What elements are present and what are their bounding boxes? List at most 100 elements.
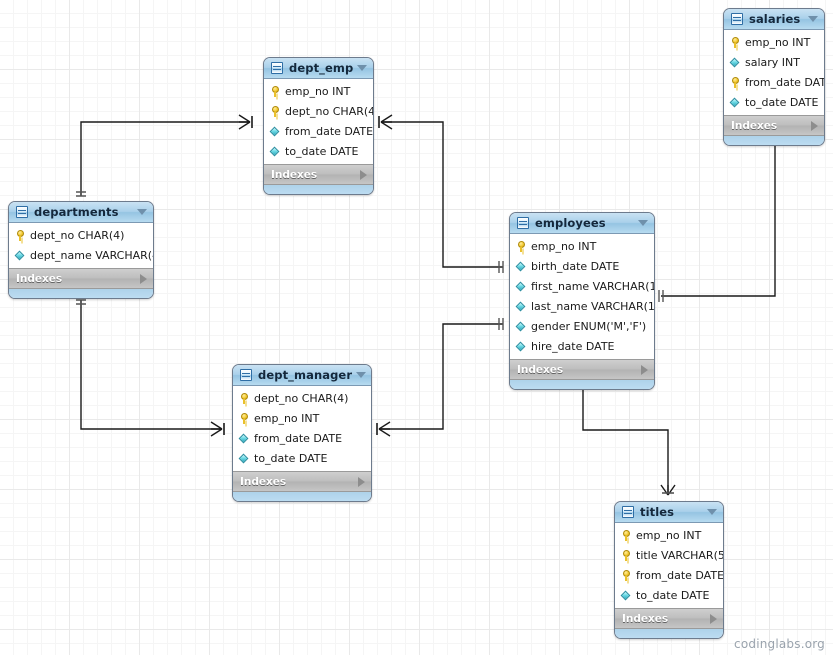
column-row[interactable]: to_date DATE (233, 448, 371, 468)
column-label: emp_no INT (254, 413, 319, 424)
column-row[interactable]: emp_no INT (510, 236, 654, 256)
column-row[interactable]: to_date DATE (724, 92, 824, 112)
diamond-icon (15, 250, 26, 261)
indexes-section-dept_emp[interactable]: Indexes (264, 164, 373, 185)
key-icon (621, 570, 632, 581)
column-row[interactable]: dept_name VARCHAR(40) (9, 245, 153, 265)
crowfoot-dept_manager-right (377, 422, 390, 436)
indexes-label: Indexes (731, 120, 811, 132)
table-dept_emp[interactable]: dept_emp emp_no INTdept_no CHAR(4)from_da… (263, 57, 374, 195)
chevron-down-icon[interactable] (638, 220, 648, 226)
crowfoot-dept_emp-left (239, 115, 252, 129)
chevron-right-icon[interactable] (710, 614, 717, 624)
column-row[interactable]: last_name VARCHAR(16) (510, 296, 654, 316)
key-icon (730, 37, 741, 48)
column-row[interactable]: from_date DATE (724, 72, 824, 92)
table-icon (240, 369, 252, 381)
column-label: to_date DATE (254, 453, 327, 464)
table-salaries[interactable]: salaries emp_no INT salary INT from_date DA… (723, 8, 825, 146)
table-name-label: titles (640, 505, 703, 519)
indexes-section-salaries[interactable]: Indexes (724, 115, 824, 136)
chevron-right-icon[interactable] (358, 477, 365, 487)
column-row[interactable]: emp_no INT (615, 525, 723, 545)
chevron-down-icon[interactable] (808, 16, 818, 22)
column-list: dept_no CHAR(4) emp_no INT from_date DATE t… (233, 386, 371, 471)
chevron-down-icon[interactable] (707, 509, 717, 515)
table-name-label: dept_emp (289, 61, 353, 75)
table-footer (724, 136, 824, 145)
table-dept_manager[interactable]: dept_manager dept_no CHAR(4) emp_no INT fro… (232, 364, 372, 502)
column-label: salary INT (745, 57, 800, 68)
column-label: last_name VARCHAR(16) (531, 301, 655, 312)
table-header-dept_manager[interactable]: dept_manager (233, 365, 371, 386)
column-row[interactable]: first_name VARCHAR(14) (510, 276, 654, 296)
table-header-dept_emp[interactable]: dept_emp (264, 58, 373, 79)
chevron-right-icon[interactable] (811, 121, 818, 131)
table-name-label: dept_manager (258, 368, 352, 382)
link-dept_emp-employees (381, 122, 503, 267)
table-header-employees[interactable]: employees (510, 213, 654, 234)
column-row[interactable]: dept_no CHAR(4) (233, 388, 371, 408)
column-label: title VARCHAR(50) (636, 550, 724, 561)
column-row[interactable]: to_date DATE (615, 585, 723, 605)
chevron-down-icon[interactable] (137, 209, 147, 215)
indexes-label: Indexes (16, 273, 140, 285)
column-list: dept_no CHAR(4) dept_name VARCHAR(40) (9, 223, 153, 268)
key-icon (239, 393, 250, 404)
diamond-icon (516, 341, 527, 352)
column-label: dept_no CHAR(4) (30, 230, 124, 241)
column-label: from_date DATE (254, 433, 342, 444)
table-titles[interactable]: titles emp_no INT title VARCHAR(50) from_da… (614, 501, 724, 639)
diamond-icon (270, 126, 281, 137)
column-label: emp_no INT (531, 241, 596, 252)
table-header-departments[interactable]: departments (9, 202, 153, 223)
crowfoot-titles-top (661, 485, 675, 495)
onetick-departments-bottom (76, 300, 86, 304)
column-row[interactable]: dept_no CHAR(4) (264, 101, 373, 121)
column-label: to_date DATE (285, 146, 358, 157)
column-row[interactable]: emp_no INT (233, 408, 371, 428)
chevron-right-icon[interactable] (641, 365, 648, 375)
link-dept_manager-employees (379, 324, 503, 429)
key-icon (621, 530, 632, 541)
column-row[interactable]: to_date DATE (264, 141, 373, 161)
column-row[interactable]: from_date DATE (233, 428, 371, 448)
crowfoot-dept_emp-right (379, 115, 392, 129)
table-employees[interactable]: employees emp_no INT birth_date DATE first_… (509, 212, 655, 390)
indexes-section-dept_manager[interactable]: Indexes (233, 471, 371, 492)
table-departments[interactable]: departments dept_no CHAR(4) dept_name VARC… (8, 201, 154, 299)
column-row[interactable]: dept_no CHAR(4) (9, 225, 153, 245)
chevron-right-icon[interactable] (360, 170, 367, 180)
column-row[interactable]: title VARCHAR(50) (615, 545, 723, 565)
table-name-label: employees (535, 216, 634, 230)
table-header-salaries[interactable]: salaries (724, 9, 824, 30)
table-footer (9, 289, 153, 298)
chevron-down-icon[interactable] (356, 372, 366, 378)
column-label: to_date DATE (745, 97, 818, 108)
chevron-down-icon[interactable] (357, 65, 367, 71)
indexes-section-employees[interactable]: Indexes (510, 359, 654, 380)
table-header-titles[interactable]: titles (615, 502, 723, 523)
column-label: dept_no CHAR(4) (254, 393, 348, 404)
diamond-icon (730, 57, 741, 68)
indexes-section-departments[interactable]: Indexes (9, 268, 153, 289)
key-icon (270, 106, 281, 117)
column-row[interactable]: gender ENUM('M','F') (510, 316, 654, 336)
column-row[interactable]: birth_date DATE (510, 256, 654, 276)
link-departments-dept_manager (81, 300, 222, 429)
column-label: birth_date DATE (531, 261, 619, 272)
indexes-label: Indexes (240, 476, 358, 488)
diamond-icon (730, 97, 741, 108)
chevron-right-icon[interactable] (140, 274, 147, 284)
column-row[interactable]: salary INT (724, 52, 824, 72)
column-row[interactable]: from_date DATE (264, 121, 373, 141)
column-row[interactable]: emp_no INT (724, 32, 824, 52)
column-row[interactable]: emp_no INT (264, 81, 373, 101)
table-name-label: departments (34, 205, 133, 219)
column-row[interactable]: hire_date DATE (510, 336, 654, 356)
column-row[interactable]: from_date DATE (615, 565, 723, 585)
table-footer (510, 380, 654, 389)
indexes-section-titles[interactable]: Indexes (615, 608, 723, 629)
table-name-label: salaries (749, 12, 804, 26)
